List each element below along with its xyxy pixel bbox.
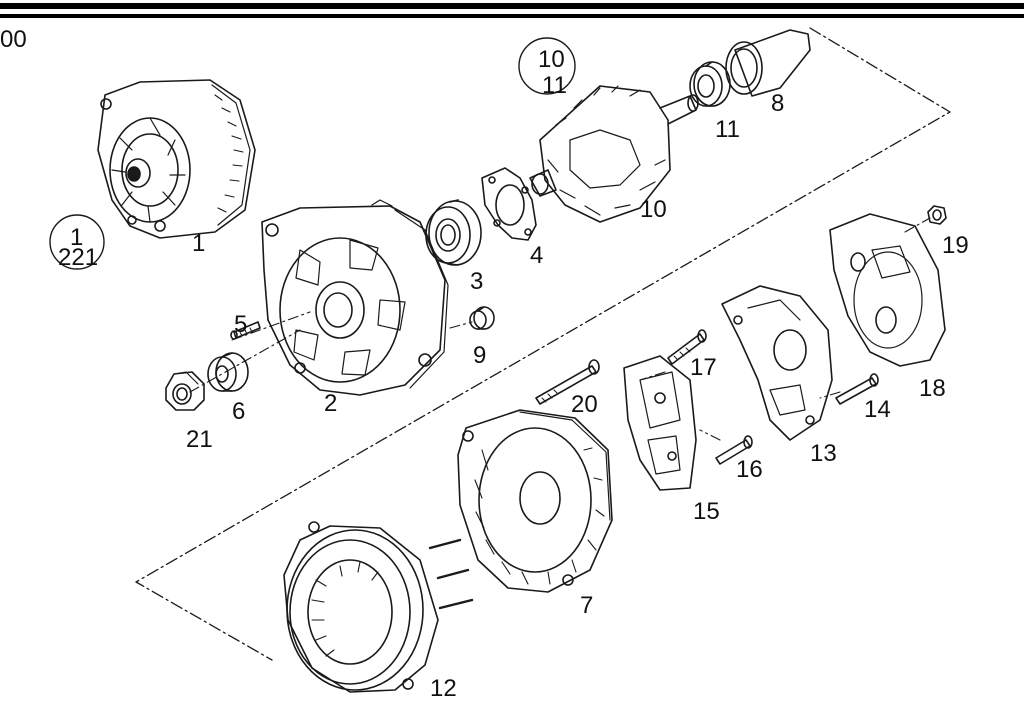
assembly-axis-lines bbox=[189, 217, 931, 441]
part-label-14: 14 bbox=[864, 396, 891, 423]
rectifier-15-drawing bbox=[623, 355, 697, 491]
screw-14-drawing bbox=[835, 373, 879, 405]
screw-16-drawing bbox=[715, 435, 753, 465]
part-label-19: 19 bbox=[942, 232, 969, 259]
diode-bridge-13-drawing bbox=[721, 285, 833, 441]
nut-21-drawing bbox=[165, 371, 205, 411]
screw-17-drawing bbox=[667, 329, 707, 365]
callout-rotor-bottom: 11 bbox=[542, 72, 567, 99]
header-corner-text: 00 bbox=[0, 26, 27, 53]
part-label-6: 6 bbox=[232, 398, 246, 425]
nut-19-drawing bbox=[927, 205, 947, 225]
part-label-18: 18 bbox=[919, 375, 946, 402]
part-label-13: 13 bbox=[810, 440, 837, 467]
top-border-thin bbox=[0, 14, 1024, 18]
part-label-1: 1 bbox=[192, 230, 206, 257]
part-label-4: 4 bbox=[530, 242, 544, 269]
bolt-20-drawing bbox=[535, 359, 600, 405]
assembled-alternator-drawing bbox=[97, 79, 256, 239]
callout-circle-rotor bbox=[518, 37, 576, 95]
cover-cap-8-drawing bbox=[725, 29, 811, 97]
part-label-11: 11 bbox=[715, 116, 740, 143]
slip-ring-end-housing-drawing bbox=[457, 409, 613, 593]
part-label-7: 7 bbox=[580, 592, 594, 619]
part-label-21: 21 bbox=[186, 426, 213, 453]
end-cover-18-drawing bbox=[829, 213, 946, 367]
cap-9-drawing bbox=[469, 306, 495, 330]
part-label-3: 3 bbox=[470, 268, 484, 295]
part-label-2: 2 bbox=[324, 390, 338, 417]
spacer-ring-6-drawing bbox=[207, 352, 249, 392]
part-label-8: 8 bbox=[771, 90, 785, 117]
callout-rotor-top: 10 bbox=[538, 46, 565, 73]
callout-circle-main bbox=[49, 214, 105, 270]
screw-5-drawing bbox=[230, 321, 261, 340]
part-label-12: 12 bbox=[430, 675, 457, 702]
callout-main-bottom: 221 bbox=[58, 244, 99, 271]
part-label-15: 15 bbox=[693, 498, 720, 525]
retainer-plate-4-drawing bbox=[481, 167, 537, 241]
rotor-10-drawing bbox=[529, 85, 699, 223]
part-label-20: 20 bbox=[571, 391, 598, 418]
assembly-boundary-line bbox=[135, 27, 951, 661]
part-label-10: 10 bbox=[640, 196, 667, 223]
part-label-5: 5 bbox=[234, 311, 248, 338]
drive-end-housing-drawing bbox=[261, 199, 449, 396]
part-label-9: 9 bbox=[473, 342, 487, 369]
bearing-11-drawing bbox=[689, 61, 731, 107]
top-border-thick bbox=[0, 3, 1024, 9]
part-label-17: 17 bbox=[690, 354, 717, 381]
ball-bearing-3-drawing bbox=[425, 199, 482, 266]
stator-12-drawing bbox=[283, 521, 474, 693]
part-label-16: 16 bbox=[736, 456, 763, 483]
callout-main-top: 1 bbox=[70, 224, 84, 251]
